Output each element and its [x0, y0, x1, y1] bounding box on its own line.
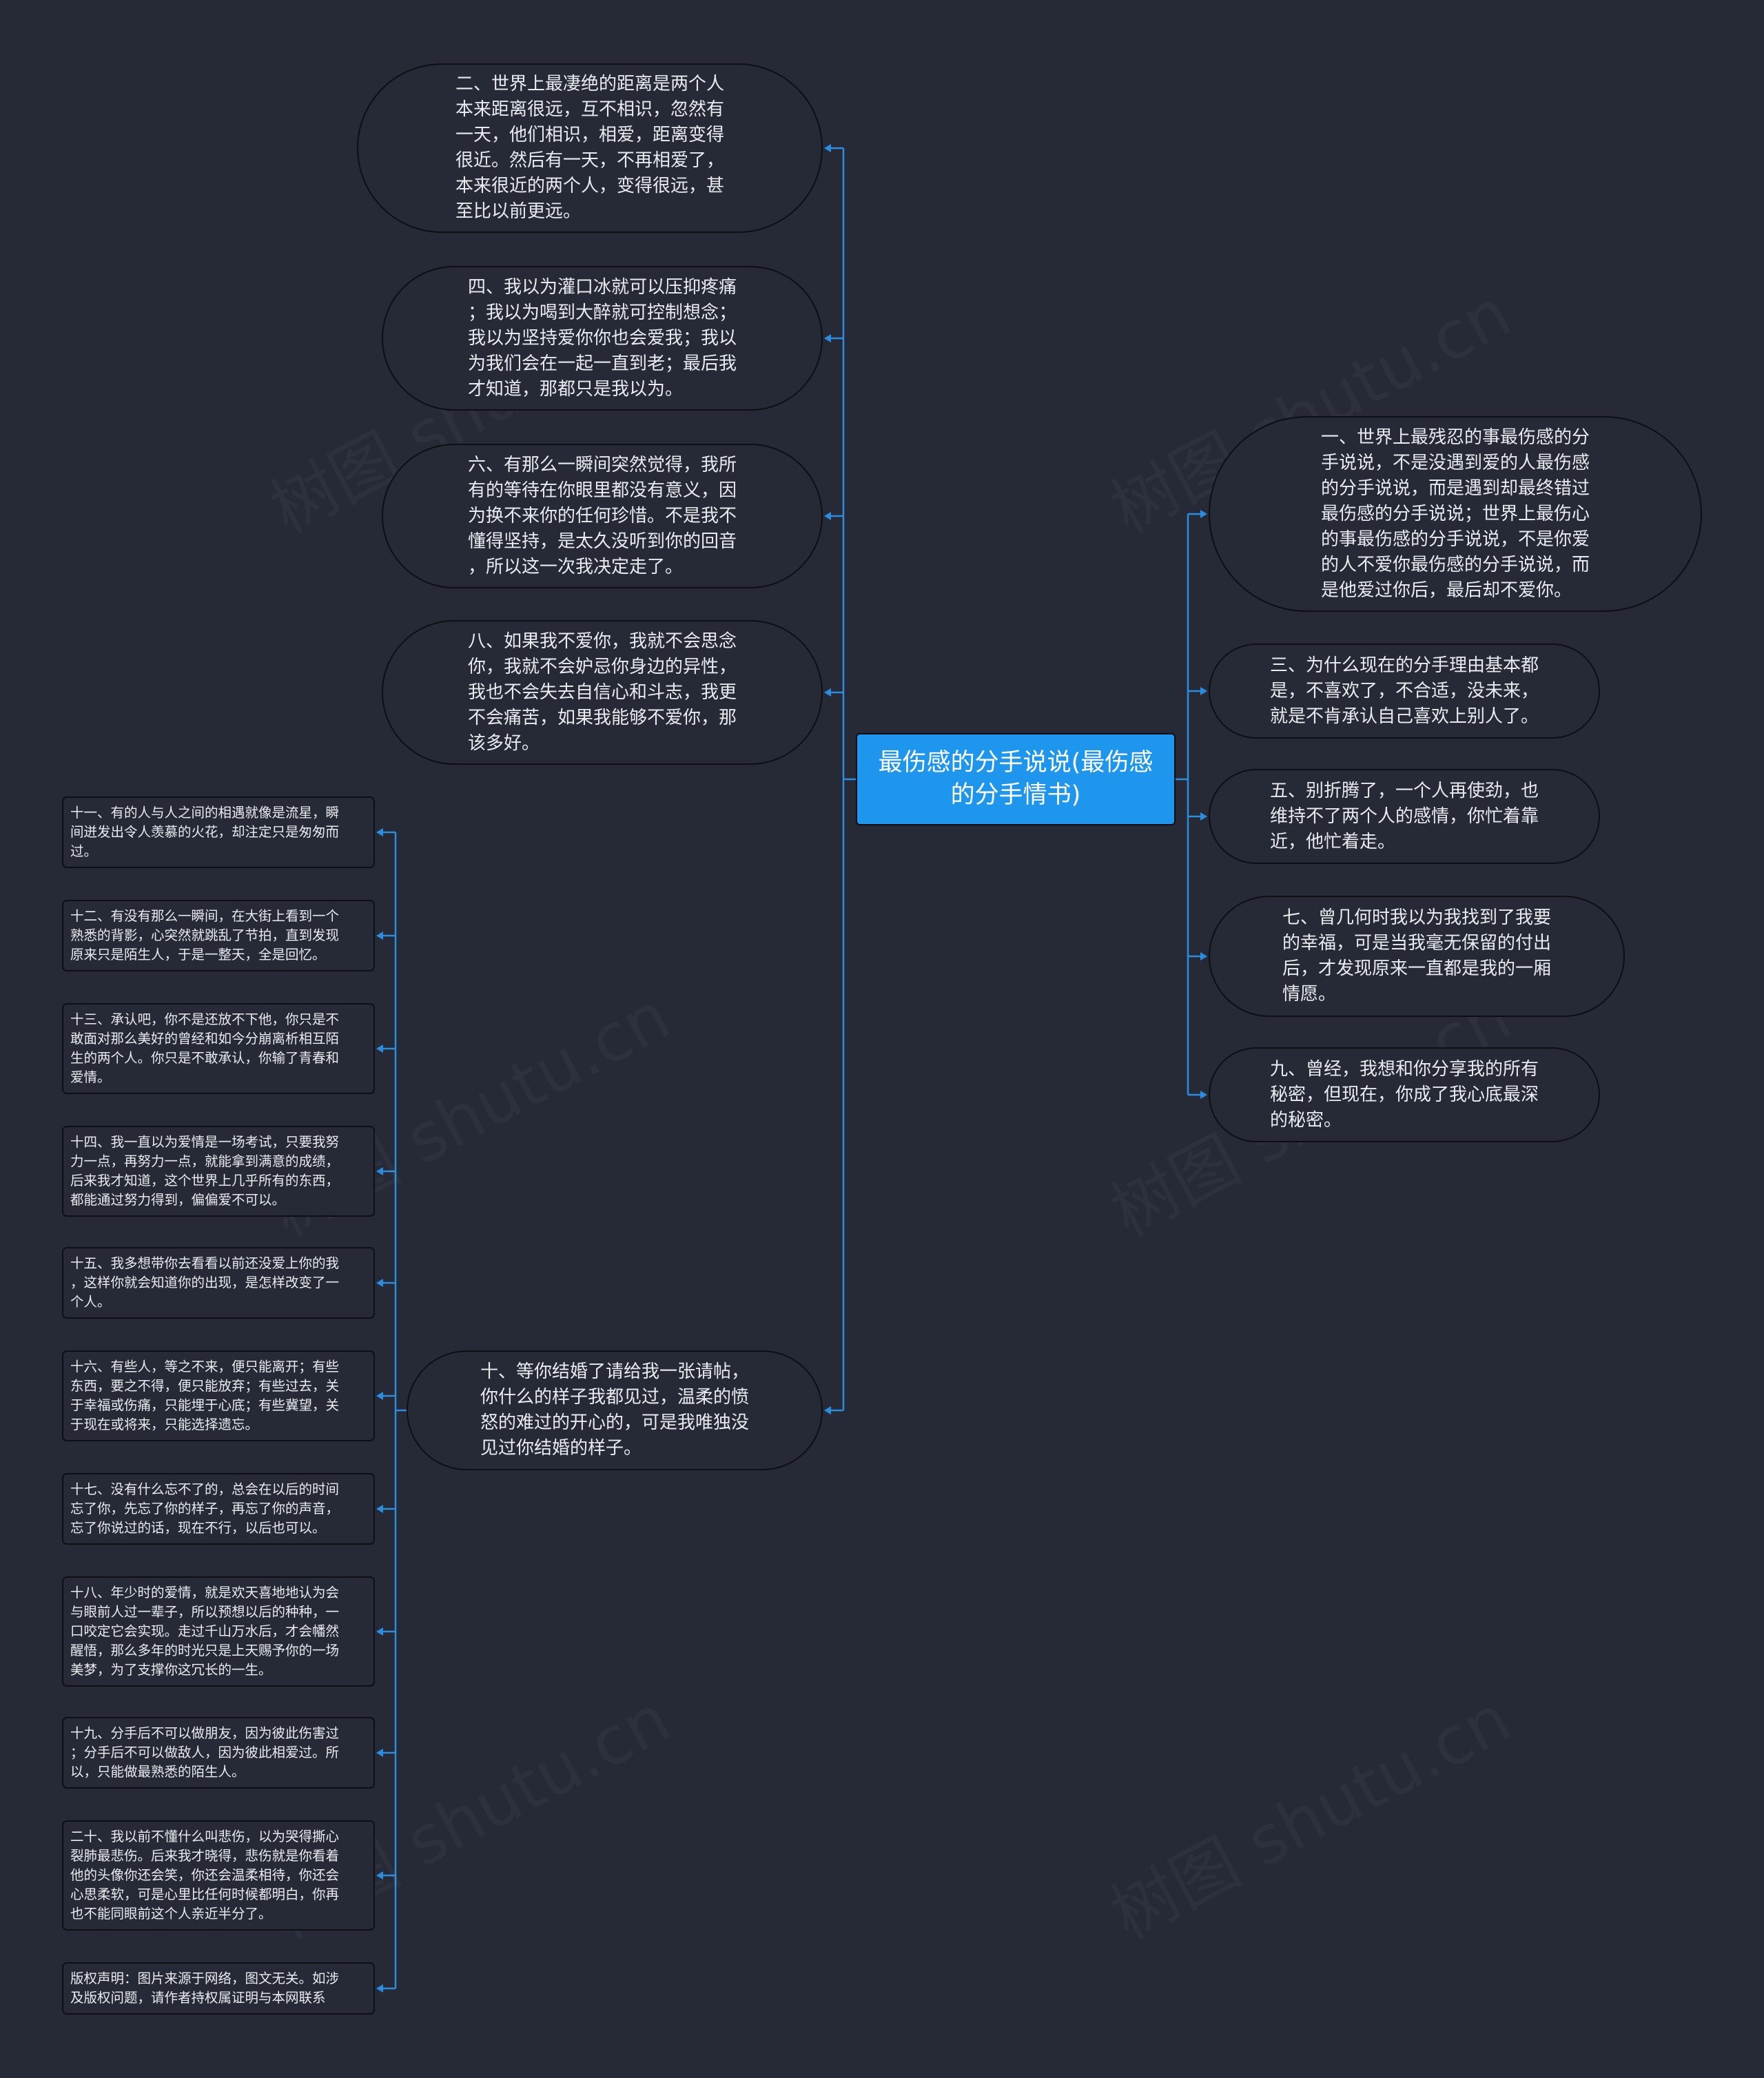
arrow-head: [376, 1392, 383, 1400]
branch-node-10-text: 十、等你结婚了请给我一张请帖， 你什么的样子我都见过，温柔的愤 怒的难过的开心的…: [480, 1361, 749, 1459]
arrow-head: [824, 688, 831, 697]
branch-node-8-text: 八、如果我不爱你，我就不会思念 你，我就不会妒忌你身边的异性， 我也不会失去自信…: [467, 630, 737, 754]
branch-node-7-text: 七、曾几何时我以为我找到了我要 的幸福，可是当我毫无保留的付出 后，才发现原来一…: [1282, 907, 1551, 1005]
arrow-head: [376, 828, 383, 836]
branch-node-1[interactable]: 一、世界上最残忍的事最伤感的分 手说说，不是没遇到爱的人最伤感 的分手说说，而是…: [1209, 416, 1702, 612]
branch-node-2-text: 二、世界上最凄绝的距离是两个人 本来距离很远，互不相识，忽然有 一天，他们相识，…: [455, 74, 724, 222]
branch-node-6[interactable]: 六、有那么一瞬间突然觉得，我所 有的等待在你眼里都没有意义，因 为换不来你的任何…: [382, 444, 823, 588]
branch-node-5[interactable]: 五、别折腾了，一个人再使劲，也 维持不了两个人的感情，你忙着靠 近，他忙着走。: [1209, 769, 1600, 864]
sub-node-11[interactable]: 十一、有的人与人之间的相遇就像是流星，瞬 间迸发出令人羡慕的火花，却注定只是匆匆…: [62, 796, 375, 868]
sub-node-19-text: 十九、分手后不可以做朋友，因为彼此伤害过 ；分手后不可以做敌人，因为彼此相爱过。…: [70, 1725, 340, 1780]
arrow-head: [376, 1871, 383, 1880]
branch-node-4[interactable]: 四、我以为灌口冰就可以压抑疼痛 ；我以为喝到大醉就可控制想念； 我以为坚持爱你你…: [382, 266, 823, 411]
arrow-head: [824, 512, 831, 520]
sub-node-19[interactable]: 十九、分手后不可以做朋友，因为彼此伤害过 ；分手后不可以做敌人，因为彼此相爱过。…: [62, 1717, 375, 1789]
sub-node-20[interactable]: 二十、我以前不懂什么叫悲伤，以为哭得撕心 裂肺最悲伤。后来我才晓得，悲伤就是你看…: [62, 1820, 375, 1931]
sub-node-16-text: 十六、有些人，等之不来，便只能离开；有些 东西，要之不得，便只能放弃；有些过去，…: [70, 1359, 340, 1432]
branch-node-3-text: 三、为什么现在的分手理由基本都 是，不喜欢了，不合适，没未来， 就是不肯承认自己…: [1269, 655, 1539, 727]
branch-node-6-text: 六、有那么一瞬间突然觉得，我所 有的等待在你眼里都没有意义，因 为换不来你的任何…: [467, 454, 737, 577]
arrow-head: [376, 1167, 383, 1175]
sub-node-13-text: 十三、承认吧，你不是还放不下他，你只是不 敢面对那么美好的曾经和如今分崩离析相互…: [70, 1011, 340, 1085]
sub-node-copyright-text: 版权声明：图片来源于网络，图文无关。如涉 及版权问题，请作者持权属证明与本网联系: [70, 1971, 340, 2006]
arrow-head: [1200, 687, 1207, 695]
arrow-head: [824, 1406, 831, 1415]
arrow-head: [376, 932, 383, 940]
sub-node-18[interactable]: 十八、年少时的爱情，就是欢天喜地地认为会 与眼前人过一辈子，所以预想以后的种种，…: [62, 1576, 375, 1687]
branch-node-7[interactable]: 七、曾几何时我以为我找到了我要 的幸福，可是当我毫无保留的付出 后，才发现原来一…: [1209, 896, 1625, 1017]
sub-node-12[interactable]: 十二、有没有那么一瞬间，在大街上看到一个 熟悉的背影，心突然就跳乱了节拍，直到发…: [62, 900, 375, 971]
sub-node-11-text: 十一、有的人与人之间的相遇就像是流星，瞬 间迸发出令人羡慕的火花，却注定只是匆匆…: [70, 805, 340, 859]
branch-node-8[interactable]: 八、如果我不爱你，我就不会思念 你，我就不会妒忌你身边的异性， 我也不会失去自信…: [382, 620, 823, 765]
sub-node-20-text: 二十、我以前不懂什么叫悲伤，以为哭得撕心 裂肺最悲伤。后来我才晓得，悲伤就是你看…: [70, 1829, 340, 1922]
arrow-head: [376, 1279, 383, 1287]
arrow-head: [376, 1749, 383, 1757]
sub-node-15[interactable]: 十五、我多想带你去看看以前还没爱上你的我 ，这样你就会知道你的出现，是怎样改变了…: [62, 1247, 375, 1319]
arrow-head: [1200, 510, 1207, 518]
arrow-head: [376, 1505, 383, 1513]
arrow-head: [376, 1627, 383, 1636]
arrow-head: [824, 334, 831, 342]
branch-node-5-text: 五、别折腾了，一个人再使劲，也 维持不了两个人的感情，你忙着靠 近，他忙着走。: [1269, 780, 1539, 852]
sub-node-17-text: 十七、没有什么忘不了的，总会在以后的时间 忘了你，先忘了你的样子，再忘了你的声音…: [70, 1481, 340, 1536]
branch-node-4-text: 四、我以为灌口冰就可以压抑疼痛 ；我以为喝到大醉就可控制想念； 我以为坚持爱你你…: [467, 276, 737, 400]
branch-node-1-text: 一、世界上最残忍的事最伤感的分 手说说，不是没遇到爱的人最伤感 的分手说说，而是…: [1320, 426, 1590, 601]
branch-node-9[interactable]: 九、曾经，我想和你分享我的所有 秘密，但现在，你成了我心底最深 的秘密。: [1209, 1047, 1600, 1142]
arrow-head: [1200, 812, 1207, 821]
sub-node-17[interactable]: 十七、没有什么忘不了的，总会在以后的时间 忘了你，先忘了你的样子，再忘了你的声音…: [62, 1473, 375, 1545]
branch-node-10[interactable]: 十、等你结婚了请给我一张请帖， 你什么的样子我都见过，温柔的愤 怒的难过的开心的…: [407, 1350, 823, 1470]
branch-node-3[interactable]: 三、为什么现在的分手理由基本都 是，不喜欢了，不合适，没未来， 就是不肯承认自己…: [1209, 644, 1600, 739]
arrow-head: [1200, 952, 1207, 960]
center-node[interactable]: 最伤感的分手说说(最伤感 的分手情书): [856, 733, 1176, 825]
arrow-head: [376, 1045, 383, 1053]
branch-node-2[interactable]: 二、世界上最凄绝的距离是两个人 本来距离很远，互不相识，忽然有 一天，他们相识，…: [357, 63, 823, 233]
sub-node-copyright[interactable]: 版权声明：图片来源于网络，图文无关。如涉 及版权问题，请作者持权属证明与本网联系: [62, 1962, 375, 2015]
arrow-head: [1200, 1091, 1207, 1099]
sub-node-18-text: 十八、年少时的爱情，就是欢天喜地地认为会 与眼前人过一辈子，所以预想以后的种种，…: [70, 1585, 340, 1678]
sub-node-15-text: 十五、我多想带你去看看以前还没爱上你的我 ，这样你就会知道你的出现，是怎样改变了…: [70, 1255, 340, 1310]
sub-node-16[interactable]: 十六、有些人，等之不来，便只能离开；有些 东西，要之不得，便只能放弃；有些过去，…: [62, 1350, 375, 1441]
sub-node-13[interactable]: 十三、承认吧，你不是还放不下他，你只是不 敢面对那么美好的曾经和如今分崩离析相互…: [62, 1003, 375, 1094]
arrow-head: [824, 144, 831, 152]
branch-node-9-text: 九、曾经，我想和你分享我的所有 秘密，但现在，你成了我心底最深 的秘密。: [1269, 1058, 1539, 1131]
sub-node-14[interactable]: 十四、我一直以为爱情是一场考试，只要我努 力一点，再努力一点，就能拿到满意的成绩…: [62, 1126, 375, 1217]
center-node-label: 最伤感的分手说说(最伤感 的分手情书): [878, 749, 1153, 809]
sub-node-12-text: 十二、有没有那么一瞬间，在大街上看到一个 熟悉的背影，心突然就跳乱了节拍，直到发…: [70, 908, 340, 963]
arrow-head: [376, 1984, 383, 1993]
sub-node-14-text: 十四、我一直以为爱情是一场考试，只要我努 力一点，再努力一点，就能拿到满意的成绩…: [70, 1134, 340, 1208]
